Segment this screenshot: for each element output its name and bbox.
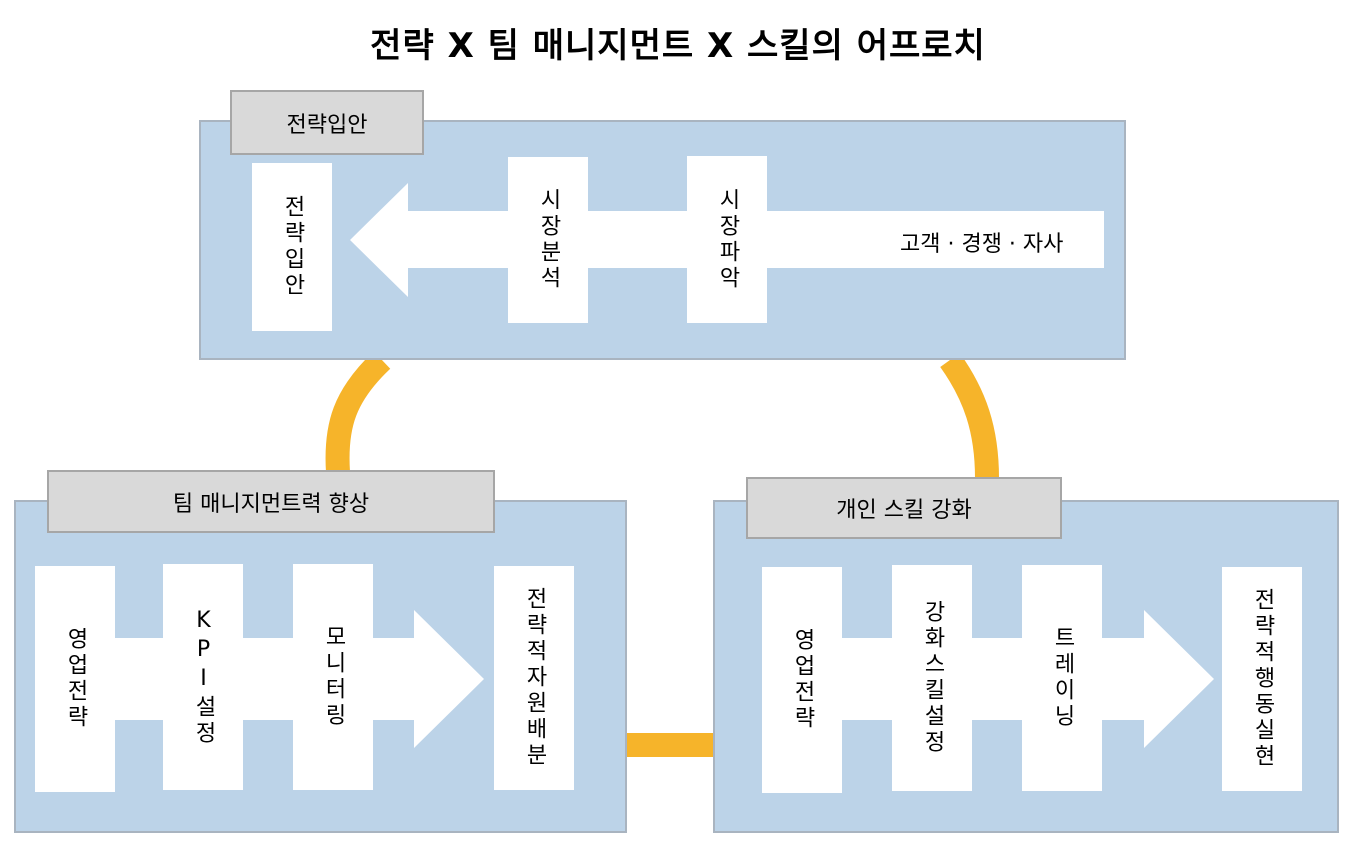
box-kpi-setting: KPI설정 — [163, 564, 243, 790]
box-market-grasp: 시장파악 — [687, 156, 767, 323]
box-label: 영업전략 — [790, 628, 815, 732]
team-flow-arrow — [100, 610, 484, 748]
strategy-panel-tag: 전략입안 — [230, 90, 424, 155]
box-strategic-action: 전략적행동실현 — [1222, 567, 1302, 791]
box-monitoring: 모니터링 — [293, 564, 373, 790]
box-label: 트레이닝 — [1050, 626, 1075, 730]
diagram-title: 전략 X 팀 매니지먼트 X 스킬의 어프로치 — [370, 26, 986, 66]
box-market-analysis: 시장분석 — [508, 157, 588, 323]
box-strategy-planning: 전략입안 — [252, 163, 332, 331]
box-label: 전략입안 — [280, 195, 305, 299]
box-sales-strategy-2: 영업전략 — [762, 567, 842, 793]
box-label: 전략적자원배분 — [522, 587, 547, 769]
box-label: 시장분석 — [536, 188, 561, 292]
box-skill-setting: 강화스킬설정 — [892, 565, 972, 791]
individual-skill-panel-tag: 개인 스킬 강화 — [746, 477, 1062, 539]
box-label: 영업전략 — [63, 627, 88, 731]
team-management-panel-tag: 팀 매니지먼트력 향상 — [47, 470, 495, 533]
box-label: 모니터링 — [321, 625, 346, 729]
connector-top-right — [940, 353, 999, 479]
box-label: 시장파악 — [715, 187, 740, 292]
connector-top-left — [325, 351, 391, 473]
arrow-text-customer-competitor-company: 고객 · 경쟁 · 자사 — [900, 232, 1064, 257]
box-label: 전략적행동실현 — [1250, 588, 1275, 770]
box-label: 강화스킬설정 — [920, 600, 945, 756]
box-label: KPI설정 — [191, 607, 216, 747]
box-strategic-resource-allocation: 전략적자원배분 — [494, 566, 574, 790]
box-sales-strategy: 영업전략 — [35, 566, 115, 792]
box-training: 트레이닝 — [1022, 565, 1102, 791]
